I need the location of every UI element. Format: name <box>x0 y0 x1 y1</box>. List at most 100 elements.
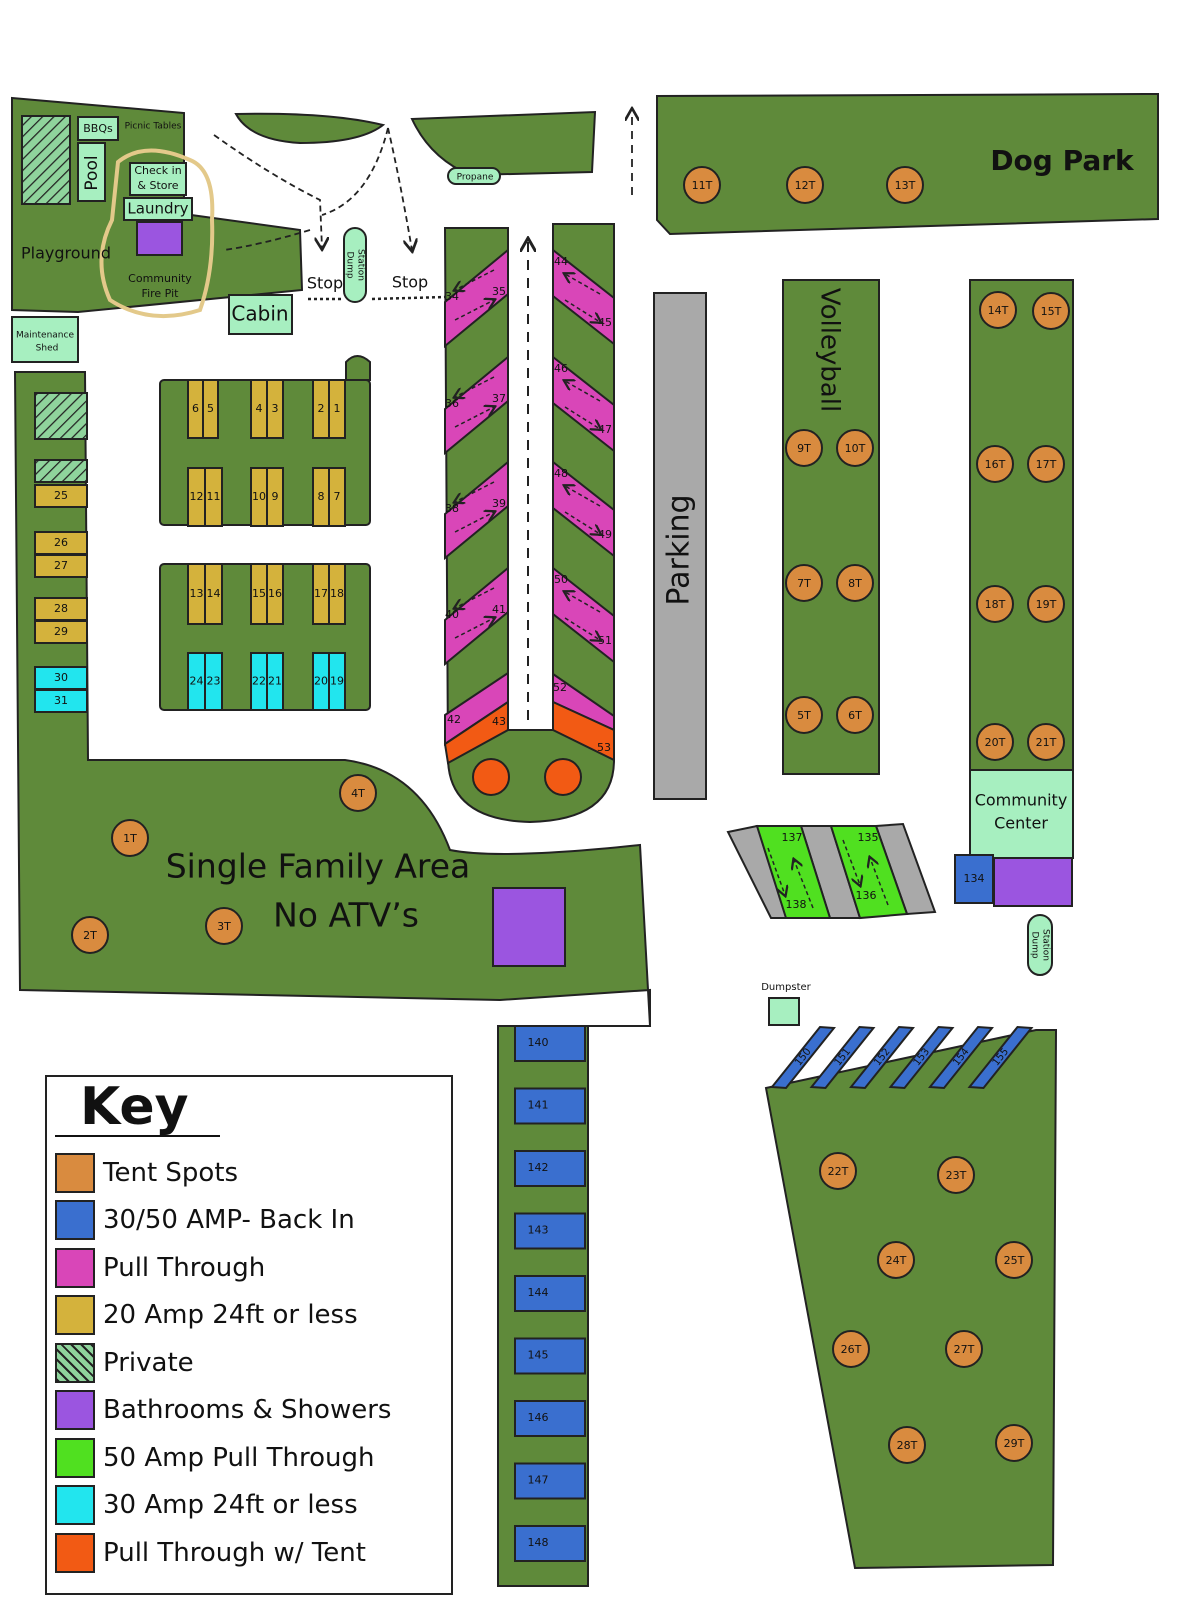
tent-site-marker[interactable] <box>877 1241 915 1279</box>
amp20-site-18[interactable] <box>328 563 346 625</box>
tent-site-8t[interactable]: 8T <box>836 564 874 602</box>
tent-site-marker[interactable] <box>339 774 377 812</box>
backin-site-142[interactable]: 142 <box>514 1150 586 1187</box>
amp30-site-23[interactable] <box>204 652 223 711</box>
tent-site-18t[interactable]: 18T <box>976 585 1014 623</box>
tent-site-marker[interactable] <box>976 585 1014 623</box>
tent-site-marker[interactable] <box>979 291 1017 329</box>
amp30-site-21[interactable] <box>266 652 284 711</box>
amp30-site-30[interactable]: 30 <box>34 666 88 690</box>
tent-site-11t[interactable]: 11T <box>683 166 721 204</box>
tent-site-marker[interactable] <box>785 429 823 467</box>
tent-site-10t[interactable]: 10T <box>836 429 874 467</box>
backin-site-152-pad[interactable] <box>849 1025 915 1090</box>
tent-site-17t[interactable]: 17T <box>1027 445 1065 483</box>
tent-site-2t[interactable]: 2T <box>71 916 109 954</box>
tent-site-3t[interactable]: 3T <box>205 907 243 945</box>
tent-site-21t[interactable]: 21T <box>1027 723 1065 761</box>
tent-site-16t[interactable]: 16T <box>976 445 1014 483</box>
amp20-site-11[interactable] <box>204 467 223 527</box>
backin-site-147-pad[interactable] <box>514 1462 586 1500</box>
backin-site-143-pad[interactable] <box>514 1212 586 1250</box>
backin-site-155-pad[interactable] <box>967 1025 1034 1090</box>
backin-site-153-pad[interactable] <box>888 1025 955 1090</box>
tent-site-marker[interactable] <box>205 907 243 945</box>
backin-site-134[interactable]: 134 <box>954 854 994 904</box>
amp30-site-19[interactable] <box>328 652 346 711</box>
pull-tent-site-43[interactable] <box>443 700 509 765</box>
tent-site-20t[interactable]: 20T <box>976 723 1014 761</box>
amp20-site-5[interactable] <box>202 379 219 439</box>
amp20-site-7[interactable] <box>328 467 346 527</box>
amp20-site-27[interactable]: 27 <box>34 554 88 578</box>
tent-site-marker[interactable] <box>683 166 721 204</box>
tent-pad-marker[interactable] <box>472 758 510 796</box>
tent-site-7t[interactable]: 7T <box>785 564 823 602</box>
tent-site-28t[interactable]: 28T <box>888 1426 926 1464</box>
tent-site-marker[interactable] <box>836 429 874 467</box>
tent-site-5t[interactable]: 5T <box>785 696 823 734</box>
tent-site-29t[interactable]: 29T <box>995 1424 1033 1462</box>
tent-site-marker[interactable] <box>836 696 874 734</box>
tent-site-19t[interactable]: 19T <box>1027 585 1065 623</box>
tent-site-marker[interactable] <box>71 916 109 954</box>
amp30-site-31-pad[interactable] <box>34 689 88 713</box>
tent-site-26t[interactable]: 26T <box>832 1330 870 1368</box>
tent-site-marker[interactable] <box>976 723 1014 761</box>
tent-site-1t[interactable]: 1T <box>111 819 149 857</box>
pull-tent-site-53[interactable] <box>552 700 615 762</box>
tent-site-12t[interactable]: 12T <box>786 166 824 204</box>
tent-site-marker[interactable] <box>1032 292 1070 330</box>
amp20-site-16[interactable] <box>266 563 284 625</box>
tent-site-marker[interactable] <box>1027 445 1065 483</box>
tent-site-marker[interactable] <box>786 166 824 204</box>
backin-site-148-pad[interactable] <box>514 1525 586 1562</box>
backin-site-144-pad[interactable] <box>514 1275 586 1312</box>
tent-site-9t[interactable]: 9T <box>785 429 823 467</box>
tent-site-24t[interactable]: 24T <box>877 1241 915 1279</box>
tent-site-marker[interactable] <box>1027 585 1065 623</box>
backin-site-140-pad[interactable] <box>514 1025 586 1062</box>
tent-site-marker[interactable] <box>888 1426 926 1464</box>
backin-site-150-pad[interactable] <box>770 1025 836 1090</box>
tent-site-marker[interactable] <box>785 696 823 734</box>
backin-site-140[interactable]: 140 <box>514 1025 586 1062</box>
amp20-site-29-pad[interactable] <box>34 620 88 644</box>
amp50-site-135[interactable] <box>829 825 909 920</box>
pull-site-34[interactable] <box>444 247 509 349</box>
tent-site-15t[interactable]: 15T <box>1032 292 1070 330</box>
backin-site-144[interactable]: 144 <box>514 1275 586 1312</box>
tent-site-22t[interactable]: 22T <box>819 1152 857 1190</box>
backin-site-141[interactable]: 141 <box>514 1087 586 1125</box>
tent-site-marker[interactable] <box>832 1330 870 1368</box>
tent-site-13t[interactable]: 13T <box>886 166 924 204</box>
backin-site-141-pad[interactable] <box>514 1087 586 1125</box>
backin-site-148[interactable]: 148 <box>514 1525 586 1562</box>
tent-site-marker[interactable] <box>937 1156 975 1194</box>
backin-site-146[interactable]: 146 <box>514 1400 586 1437</box>
amp20-site-29[interactable]: 29 <box>34 620 88 644</box>
backin-site-145-pad[interactable] <box>514 1337 586 1375</box>
amp20-site-3[interactable] <box>266 379 284 439</box>
amp20-site-25-pad[interactable] <box>34 484 88 508</box>
tent-site-marker[interactable] <box>1027 723 1065 761</box>
backin-site-145[interactable]: 145 <box>514 1337 586 1375</box>
tent-site-23t[interactable]: 23T <box>937 1156 975 1194</box>
